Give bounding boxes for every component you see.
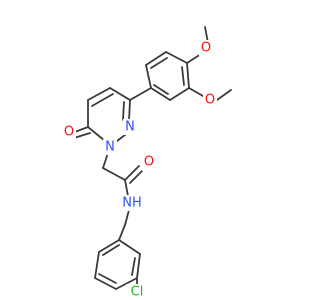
bond	[188, 87, 204, 97]
bond	[91, 93, 114, 107]
bond	[186, 53, 202, 64]
atom-label-background	[142, 155, 156, 171]
bond	[169, 87, 190, 101]
atom-label-background	[123, 119, 137, 135]
bond	[186, 62, 190, 89]
bond	[129, 168, 145, 184]
atom-label-background	[199, 40, 213, 56]
bond	[145, 51, 167, 66]
chlorine-label: Cl	[131, 285, 144, 300]
bond	[118, 224, 126, 241]
bond	[102, 167, 126, 181]
bond	[129, 87, 152, 101]
bond	[87, 126, 106, 142]
atom-label-background	[103, 139, 117, 155]
bond	[136, 253, 141, 279]
bond	[109, 87, 131, 101]
bond	[122, 101, 125, 121]
atom-label-background	[62, 124, 76, 140]
bond	[124, 165, 140, 181]
bond	[145, 64, 152, 89]
amide-oxygen-label: O	[144, 155, 154, 170]
bond	[124, 209, 130, 226]
bond	[73, 132, 91, 139]
ring-nitrogen-label: N	[125, 120, 135, 135]
atom-label-background	[120, 195, 144, 211]
bond	[216, 89, 232, 101]
bond	[94, 251, 100, 279]
amide-nitrogen-label: NH	[122, 196, 142, 211]
bond	[181, 66, 185, 86]
atom-label-background	[203, 92, 217, 108]
ring-nitrogen-label: N	[105, 140, 115, 155]
bond	[87, 87, 111, 101]
bond	[124, 179, 129, 197]
bond	[153, 84, 169, 95]
bond	[102, 244, 120, 256]
bond	[165, 51, 188, 64]
bond	[118, 239, 141, 255]
ketone-oxygen-label: O	[64, 125, 74, 140]
bond	[98, 273, 117, 284]
bond	[150, 87, 171, 101]
atom-label-background	[126, 284, 148, 300]
bond	[98, 239, 120, 253]
atom-labels: O N N O NH Cl O O	[62, 40, 217, 300]
methoxy-oxygen-label: O	[201, 41, 211, 56]
bond	[150, 57, 168, 69]
bond	[131, 257, 136, 276]
bond	[94, 277, 117, 290]
bond	[128, 99, 131, 122]
bond	[115, 277, 138, 290]
methoxy-oxygen-label: O	[205, 93, 215, 108]
chemical-structure: O N N O NH Cl O O	[62, 26, 232, 300]
